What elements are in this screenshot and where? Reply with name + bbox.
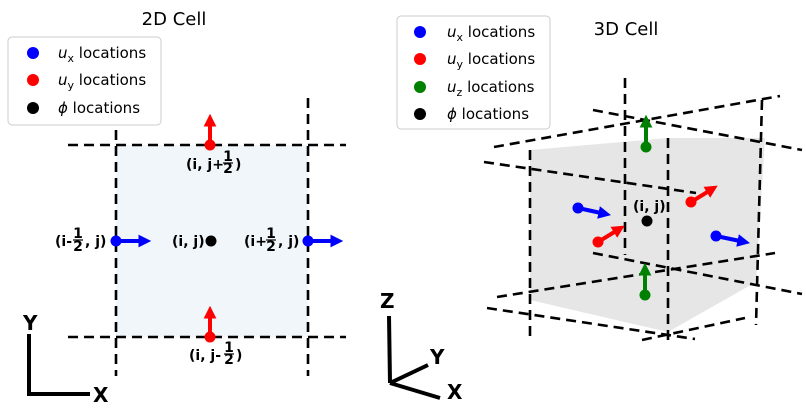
label-right: (i+ 1 2 , j)	[244, 226, 299, 255]
label-bottom-num: 1	[224, 340, 234, 356]
ux-front-point	[710, 230, 722, 242]
legend3d-uy-label: uy locations	[447, 50, 535, 71]
legend3d-phi-label: ϕ locations	[447, 105, 529, 123]
legend-phi-marker	[27, 102, 39, 114]
uz-top-point	[640, 141, 652, 153]
legend3d-uz-marker	[414, 81, 426, 93]
label-center-3d: (i, j)	[633, 199, 666, 215]
label-left-num: 1	[73, 226, 83, 242]
ux-right-point	[302, 235, 314, 247]
label-top-num: 1	[223, 149, 233, 165]
label-top-den: 2	[223, 161, 233, 177]
label-top-post: )	[235, 157, 241, 173]
label-left: (i- 1 2 , j)	[55, 226, 106, 255]
phi-center-3d-point	[641, 215, 653, 227]
label-right-den: 2	[266, 239, 276, 255]
axis-2d-x-label: X	[93, 383, 109, 407]
label-bottom-post: )	[236, 348, 242, 364]
legend-uy-marker	[27, 74, 39, 86]
label-center-2d: (i, j)	[172, 234, 205, 250]
label-left-pre: (i-	[55, 234, 72, 250]
ux-left-point	[110, 235, 122, 247]
label-right-post: , j)	[278, 234, 299, 250]
ux-back-point	[572, 202, 584, 214]
axis-3d-z-label: Z	[380, 289, 395, 313]
uy-left-point	[592, 236, 604, 248]
label-left-post: , j)	[85, 234, 106, 250]
grid-lines-2d	[68, 98, 346, 376]
label-right-num: 1	[266, 226, 276, 242]
title-2d: 2D Cell	[142, 9, 207, 30]
uz-bottom-point	[639, 289, 651, 301]
uy-right-point	[685, 196, 697, 208]
legend3d-ux-marker	[414, 26, 426, 38]
axis-2d-y-label: Y	[22, 311, 38, 335]
legend-phi-label: ϕ locations	[58, 99, 140, 117]
label-left-den: 2	[73, 239, 83, 255]
grid-lines-3d	[483, 78, 803, 345]
legend-2d: ux locations uy locations ϕ locations	[7, 36, 162, 126]
legend3d-ux-label: ux locations	[447, 23, 535, 44]
legend3d-uz-label: uz locations	[447, 78, 535, 99]
uy-top-point	[204, 139, 216, 151]
legend-uy-label: uy locations	[58, 71, 146, 92]
axis-3d-y-label: Y	[429, 345, 445, 369]
legend-3d: ux locations uy locations uz locations ϕ…	[396, 15, 551, 130]
label-right-pre: (i+	[244, 234, 267, 250]
axes-2d	[27, 334, 90, 396]
label-bottom-den: 2	[224, 352, 234, 368]
legend-ux-marker	[27, 47, 39, 59]
axis-3d-x-label: X	[447, 380, 463, 404]
legend3d-phi-marker	[414, 108, 426, 120]
label-bottom-pre: (i, j-	[189, 348, 221, 364]
legend3d-uy-marker	[414, 53, 426, 65]
axes-3d	[387, 315, 441, 400]
cell-3d-area	[530, 138, 765, 332]
label-top: (i, j+ 1 2 )	[186, 149, 241, 177]
uy-bottom-point	[204, 331, 216, 343]
phi-center-point	[205, 235, 217, 247]
label-top-pre: (i, j+	[186, 157, 224, 173]
label-bottom: (i, j- 1 2 )	[189, 340, 242, 368]
title-3d: 3D Cell	[594, 19, 659, 40]
legend-ux-label: ux locations	[58, 44, 146, 65]
